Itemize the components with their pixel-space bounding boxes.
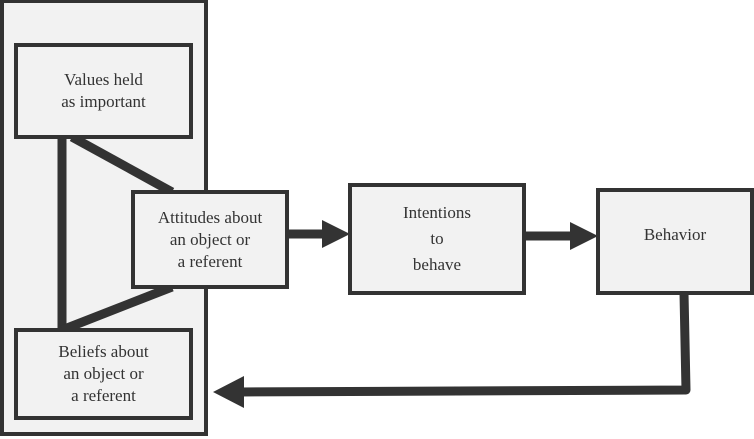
connector-values-attitudes	[69, 133, 175, 196]
label-behavior-line-1: Behavior	[643, 225, 707, 244]
arrow-feedback-head	[213, 376, 244, 408]
box-intentions	[348, 183, 526, 295]
arrow-attitudes-intentions-head	[322, 220, 350, 248]
label-intentions-line-2: to	[430, 229, 444, 248]
label-beliefs-line-1: Beliefs about	[58, 342, 149, 361]
label-values-line-1: Values held	[64, 70, 143, 89]
label-beliefs-line-2: an object or	[63, 364, 144, 383]
arrow-intentions-behavior-head	[570, 222, 598, 250]
label-intentions-line-3: behave	[412, 255, 462, 274]
label-values-line-2: as important	[61, 92, 146, 111]
label-attitudes: Attitudes about an object or a referent	[133, 192, 287, 287]
box-attitudes	[131, 190, 289, 289]
label-attitudes-line-2: an object or	[169, 229, 251, 249]
connector-attitudes-beliefs	[60, 282, 174, 335]
label-beliefs-line-3: a referent	[71, 386, 136, 405]
label-values: Values held as important	[16, 45, 191, 137]
box-behavior	[596, 188, 754, 295]
arrow-feedback-shaft	[239, 292, 691, 397]
label-attitudes-line-1: Attitudes about	[157, 207, 263, 227]
label-behavior: Behavior	[598, 190, 752, 280]
box-beliefs	[14, 328, 193, 420]
label-intentions-line-1: Intentions	[403, 203, 471, 222]
label-intentions: Intentions to behave	[350, 185, 524, 293]
label-beliefs: Beliefs about an object or a referent	[16, 330, 191, 418]
label-attitudes-line-3: a referent	[177, 251, 243, 271]
box-values	[14, 43, 193, 139]
